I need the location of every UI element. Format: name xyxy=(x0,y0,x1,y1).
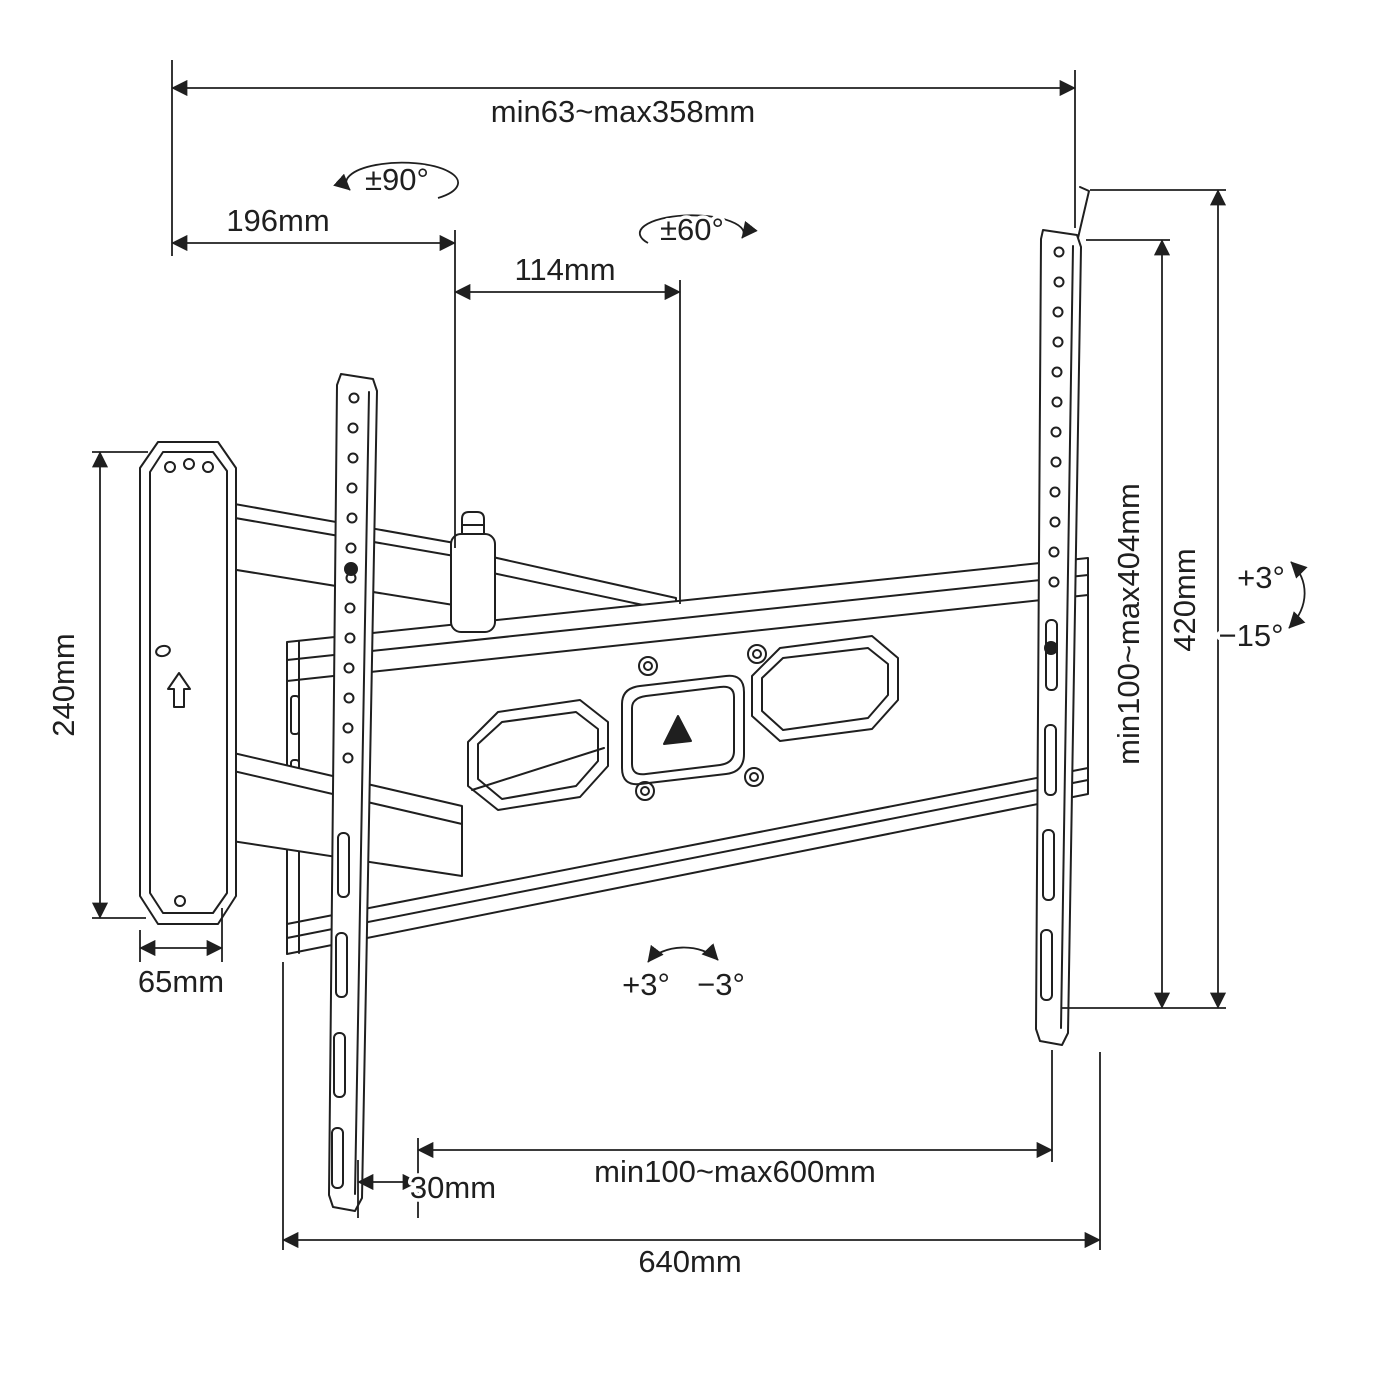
level-plus-label: +3° xyxy=(622,967,670,1002)
level-arrow-icon xyxy=(647,943,719,963)
elbow-joint xyxy=(450,533,496,633)
swivel-outer-arrow-icon xyxy=(333,161,459,199)
dim-rail-inset-label: 30mm xyxy=(410,1170,496,1205)
wall-bracket xyxy=(286,557,1089,955)
dim-rail-height-label: 420mm xyxy=(1167,548,1202,651)
tilt-down-label: −15° xyxy=(1219,618,1284,653)
dim-top-width-label: min63~max358mm xyxy=(491,94,755,129)
tilt-up-label: +3° xyxy=(1237,560,1285,595)
elbow-bolt xyxy=(461,511,485,537)
bracket-bolt-holes xyxy=(635,644,767,801)
swivel-inner-label: ±60° xyxy=(660,212,724,247)
left-cutout xyxy=(467,699,609,811)
dim-vesa-horizontal-label: min100~max600mm xyxy=(594,1154,876,1189)
dim-upper-arm-label: 196mm xyxy=(226,203,329,238)
left-tv-rail xyxy=(328,373,378,1212)
dim-lower-arm-label: 114mm xyxy=(514,252,615,287)
dim-plate-height-label: 240mm xyxy=(46,633,81,736)
right-cutout xyxy=(751,635,899,742)
wall-plate xyxy=(139,441,237,925)
right-tv-rail xyxy=(1035,186,1090,1046)
swivel-outer-label: ±90° xyxy=(365,162,429,197)
up-arrow-icon xyxy=(167,672,191,708)
swivel-inner-arrow-icon xyxy=(638,214,758,244)
tilt-arrow-icon xyxy=(1288,561,1308,629)
level-minus-label: −3° xyxy=(697,967,745,1002)
triangle-mark-icon xyxy=(663,715,692,745)
dim-bracket-width-label: 640mm xyxy=(638,1244,741,1279)
dim-vesa-vertical-label: min100~max404mm xyxy=(1111,483,1146,765)
center-plate xyxy=(621,674,745,786)
dim-plate-width-label: 65mm xyxy=(138,964,224,999)
